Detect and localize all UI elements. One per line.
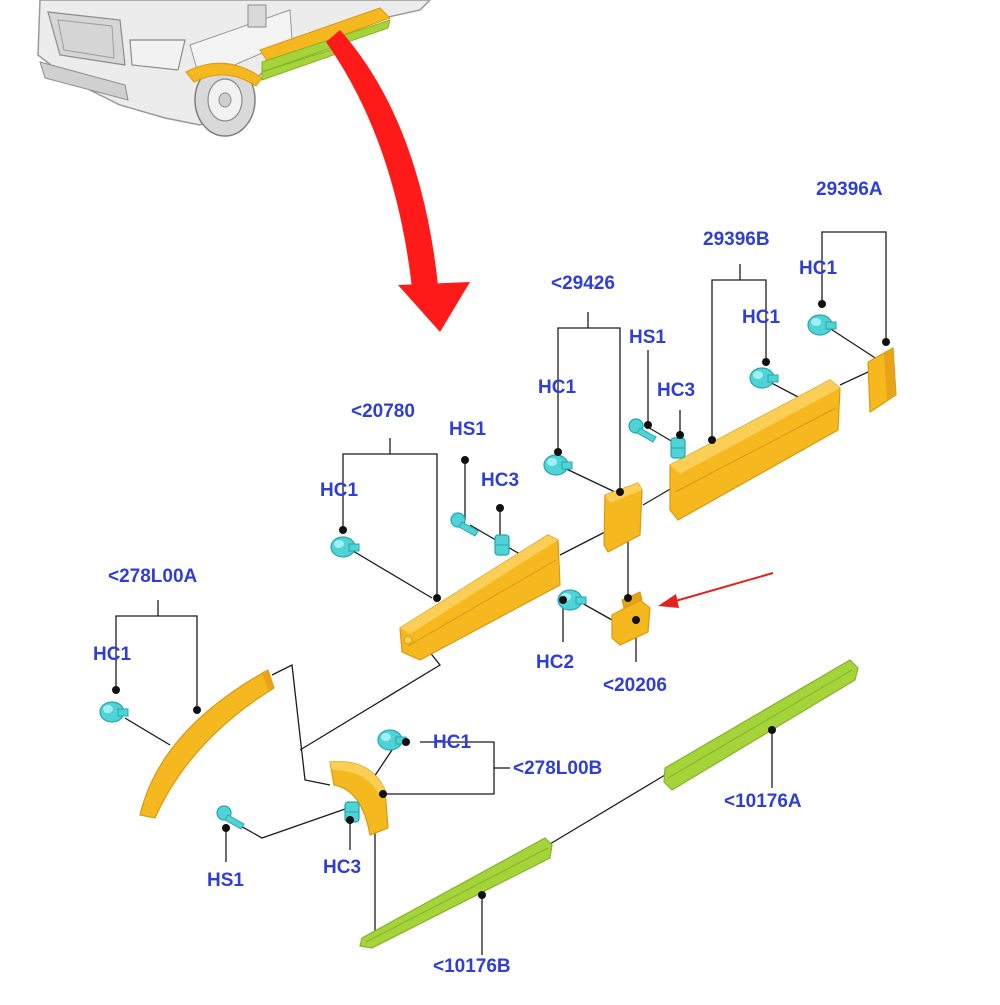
leader-dot <box>433 594 441 602</box>
part-10176B <box>359 837 553 949</box>
clip-hc1-a <box>807 314 837 336</box>
part-278L00B <box>329 760 389 836</box>
label-hc1-c: HC1 <box>538 377 577 398</box>
leader-dot <box>616 488 624 496</box>
label-278L00A: <278L00A <box>108 566 198 587</box>
clip-hc1-d <box>330 536 360 558</box>
leader-dot <box>554 448 562 456</box>
part-29396A <box>867 347 897 414</box>
label-20780: <20780 <box>351 401 415 422</box>
label-hc3-a: HC3 <box>657 380 696 401</box>
label-10176A: <10176A <box>724 791 802 812</box>
part-20206 <box>611 591 651 646</box>
clip-hc2 <box>557 589 587 611</box>
leader-dot <box>461 456 469 464</box>
leader-dot <box>478 891 486 899</box>
callout-arrow-small <box>658 572 774 608</box>
leader-dot <box>346 816 354 824</box>
leader-dot <box>193 706 201 714</box>
clip-hc1-e <box>99 701 129 723</box>
screw-hs1-a <box>628 418 657 443</box>
screw-hs1-c <box>216 805 245 830</box>
clips-layer <box>99 314 837 830</box>
label-hc1-f: HC1 <box>433 732 472 753</box>
label-278L00B: <278L00B <box>513 758 603 779</box>
label-hs1-b: HS1 <box>449 419 486 440</box>
leader-dot <box>882 338 890 346</box>
leader-dot <box>339 526 347 534</box>
label-hc3-c: HC3 <box>323 857 362 878</box>
leader-dot <box>402 738 410 746</box>
label-29426: <29426 <box>551 273 615 294</box>
part-278L00A <box>139 669 275 819</box>
leader-dot <box>768 726 776 734</box>
leader-dot <box>496 504 504 512</box>
part-20780 <box>399 534 561 661</box>
label-29396B: 29396B <box>703 229 770 250</box>
clip-hc1-f <box>377 729 407 751</box>
van-illustration <box>37 0 432 137</box>
leader-dot <box>112 686 120 694</box>
leader-dot <box>708 436 716 444</box>
label-hc1-e: HC1 <box>93 644 132 665</box>
label-hc1-a: HC1 <box>799 258 838 279</box>
label-hc1-d: HC1 <box>320 480 359 501</box>
clip-hc1-c <box>543 454 573 476</box>
label-hc3-b: HC3 <box>481 470 520 491</box>
label-hc2: HC2 <box>536 652 575 673</box>
leader-dot <box>644 421 652 429</box>
label-20206: <20206 <box>603 675 667 696</box>
clip-hc3-b <box>494 534 510 556</box>
screw-hs1-b <box>450 512 479 537</box>
leader-dot <box>559 596 567 604</box>
leader-dot <box>762 358 770 366</box>
label-hs1-c: HS1 <box>207 870 244 891</box>
leader-dot <box>818 300 826 308</box>
clip-hc1-b <box>749 367 779 389</box>
leader-dot <box>676 431 684 439</box>
part-29396B <box>669 379 841 521</box>
leader-dots-layer <box>112 300 890 899</box>
leader-dot <box>632 616 640 624</box>
leader-dot <box>379 790 387 798</box>
clip-hc3-a <box>670 437 686 459</box>
leader-dot <box>222 824 230 832</box>
label-29396A: 29396A <box>816 179 883 200</box>
callout-arrow-large <box>326 30 470 332</box>
part-10176A <box>663 659 859 791</box>
label-hc1-b: HC1 <box>742 307 781 328</box>
label-hs1-a: HS1 <box>629 327 666 348</box>
leader-lines <box>115 231 887 955</box>
leader-dot <box>624 594 632 602</box>
label-10176B: <10176B <box>433 956 511 977</box>
